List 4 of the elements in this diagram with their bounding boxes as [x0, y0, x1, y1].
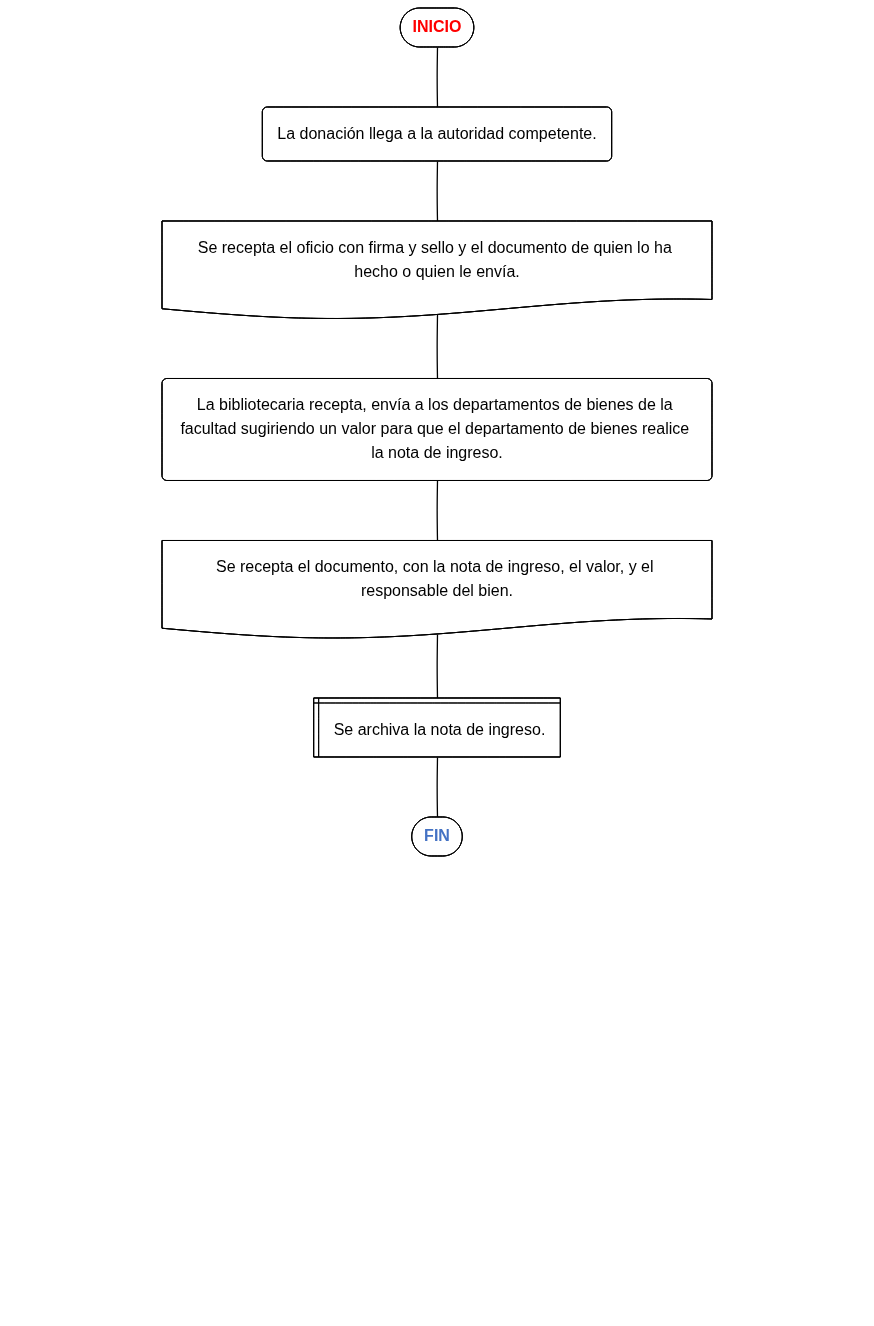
connector [436, 480, 439, 542]
connector [436, 46, 439, 109]
connector [436, 314, 439, 380]
connector [436, 160, 439, 223]
